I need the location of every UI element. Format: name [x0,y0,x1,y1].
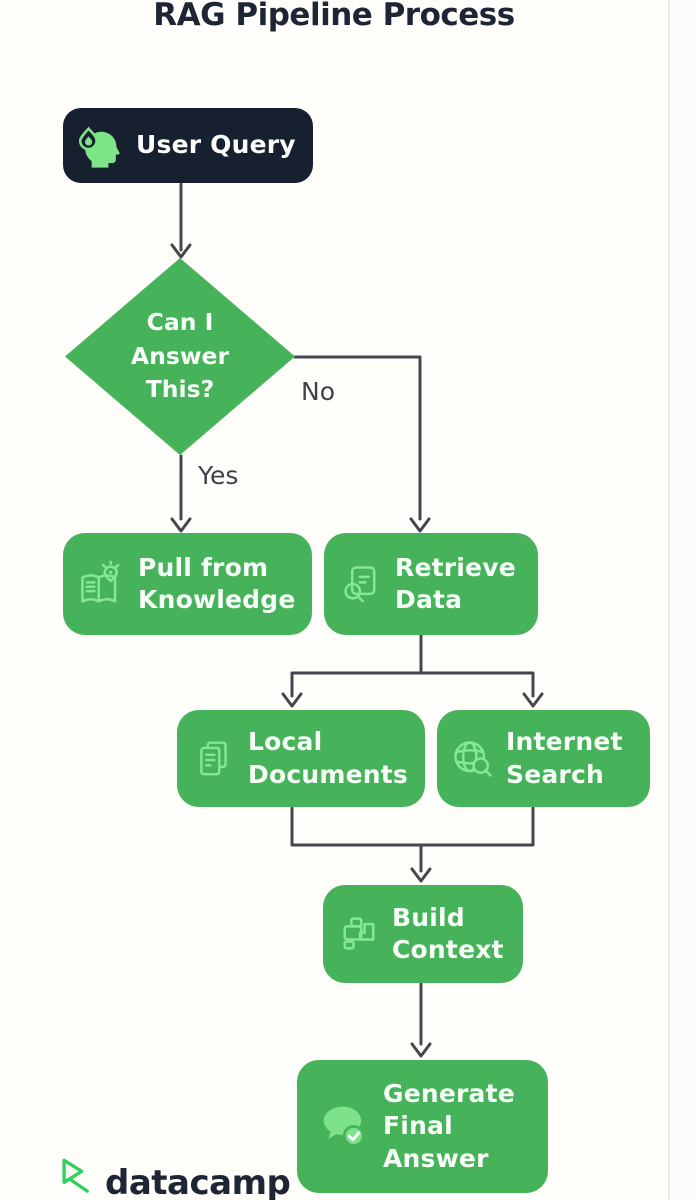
book-bulb-icon [81,560,120,603]
node-label: Internet Search [506,727,623,789]
node-decision: Can I Answer This? [65,258,295,455]
edge-label-yes: Yes [198,461,239,490]
node-label: Can I Answer This? [130,308,230,404]
head-flame-icon [78,126,120,168]
edge-merge-to-buildcontext [290,806,535,883]
node-pull-from-knowledge: Pull from Knowledge [63,533,312,635]
node-label: Build Context [392,902,504,965]
edge-buildcontext-to-answer [410,982,432,1058]
edge-decision-yes-to-pull [170,454,192,533]
brand-footer: datacamp [52,1157,291,1200]
document-search-icon [344,566,376,603]
node-internet-search: Internet Search [437,710,650,807]
edge-userquery-to-decision [170,182,192,259]
node-label: Retrieve Data [395,552,516,615]
node-label: Local Documents [248,727,408,789]
node-generate-final-answer: Generate Final Answer [297,1060,548,1193]
screen-edge-divider [668,0,670,1200]
documents-icon [200,741,227,775]
page-title: RAG Pipeline Process [153,0,515,33]
node-user-query: User Query [63,108,313,183]
edge-label-no: No [301,377,335,406]
node-local-documents: Local Documents [177,710,425,807]
blocks-icon [343,917,375,950]
edge-retrieve-split [281,634,544,708]
chat-check-icon [323,1106,365,1147]
node-label: Pull from Knowledge [138,552,296,615]
node-build-context: Build Context [323,885,523,983]
globe-search-icon [454,740,492,777]
screen-edge-strip [669,0,695,1200]
node-retrieve-data: Retrieve Data [324,533,538,635]
datacamp-logo-icon [62,1158,89,1193]
brand-wordmark: datacamp [105,1163,291,1200]
node-label: User Query [136,130,296,160]
node-label: Generate Final Answer [383,1078,515,1173]
